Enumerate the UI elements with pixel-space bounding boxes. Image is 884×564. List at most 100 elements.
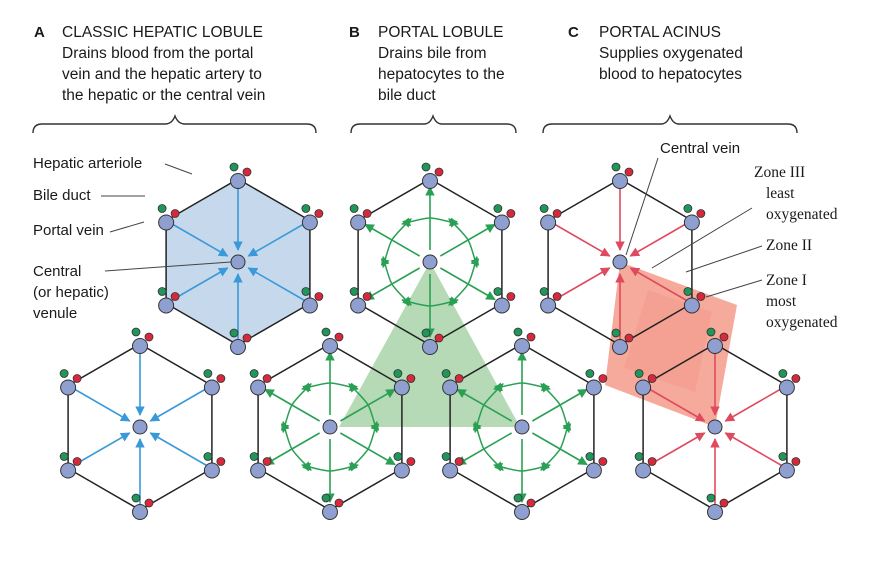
hepatic-arteriole (696, 292, 706, 301)
bile-flow-branch-arrow (483, 448, 504, 471)
portal-triad (441, 369, 464, 396)
bile-flow-branch-arrow (429, 297, 459, 307)
hepatic-arteriole (552, 292, 562, 301)
flow-arrow (547, 219, 611, 257)
hepatic-arteriole (526, 498, 536, 508)
portal-vein (322, 338, 338, 354)
portal-vein (683, 214, 700, 231)
hepatic-arteriole (791, 457, 801, 466)
bile-duct (229, 328, 239, 338)
bile-duct-label: Bile duct (33, 187, 91, 204)
bile-flow-branch-arrow (280, 404, 293, 434)
portal-triad (493, 287, 516, 314)
bile-flow-branch-arrow (448, 218, 469, 241)
flow-arrow (67, 384, 131, 422)
portal-vein (635, 379, 652, 396)
central-vein-label: Central vein (660, 140, 740, 157)
portal-triad (157, 287, 180, 314)
hepatic-arteriole (647, 374, 657, 383)
bile-duct (634, 452, 644, 461)
bile-duct (706, 327, 716, 337)
panel-c-description-line: Supplies oxygenated (599, 45, 743, 62)
flow-arrow (165, 219, 229, 257)
panel-a-title: CLASSIC HEPATIC LOBULE (62, 24, 263, 41)
panel-b-title: PORTAL LOBULE (378, 24, 503, 41)
central-vein (322, 419, 338, 435)
flow-arrow (629, 219, 693, 257)
portal-vein (203, 379, 220, 396)
zone-3-label-line: Zone III (754, 164, 805, 181)
portal-triad (611, 162, 634, 189)
hepatic-arteriole (72, 374, 82, 383)
bile-duct (301, 287, 311, 296)
portal-vein (612, 173, 628, 189)
panel-b-heading: B PORTAL LOBULE Drains bile from hepatoc… (349, 24, 505, 104)
portal-triad (249, 369, 272, 396)
hepatic-arteriole (216, 374, 226, 383)
panel-c-letter: C (568, 24, 579, 41)
portal-vein (422, 173, 438, 189)
hepatic-arteriole-label: Hepatic arteriole (33, 155, 142, 172)
central-vein (132, 419, 148, 435)
central-vein (230, 254, 246, 270)
zone-3-label-line: least (766, 185, 795, 202)
portal-triad (539, 204, 562, 231)
portal-triad (634, 369, 657, 396)
hepatic-arteriole (598, 374, 608, 383)
portal-triad (778, 369, 801, 396)
bile-duct (131, 327, 141, 337)
portal-triad (349, 287, 372, 314)
portal-vein (540, 297, 557, 314)
portal-triad (683, 204, 706, 231)
bile-duct (249, 369, 259, 378)
bile-duct (778, 369, 788, 378)
hepatic-arteriole (262, 374, 272, 383)
flow-arrow (247, 267, 311, 305)
portal-vein (707, 338, 723, 354)
bile-duct (59, 369, 69, 378)
portal-vein (540, 214, 557, 231)
portal-triad (585, 452, 608, 479)
portal-vein (230, 173, 246, 189)
hepatic-arteriole (144, 498, 154, 508)
portal-triad (493, 204, 516, 231)
portal-triad (539, 287, 562, 314)
bile-flow-branch-arrow (380, 239, 393, 269)
central-vein (612, 254, 628, 270)
hepatic-arteriole (719, 332, 729, 342)
panel-c-brace (542, 114, 798, 134)
hepatic-arteriole (624, 333, 634, 343)
flow-arrow (724, 432, 788, 470)
portal-vein (778, 379, 795, 396)
portal-triad (229, 162, 252, 189)
portal-vein (422, 339, 438, 355)
portal-triad (585, 369, 608, 396)
portal-triad (321, 493, 344, 520)
portal-triad (611, 328, 634, 355)
central-vein (422, 254, 438, 270)
portal-triad (249, 452, 272, 479)
hepatic-arteriole (454, 374, 464, 383)
portal-triad (441, 452, 464, 479)
panel-c-title: PORTAL ACINUS (599, 24, 721, 41)
portal-vein (393, 379, 410, 396)
bile-duct (441, 452, 451, 461)
hepatic-arteriole (170, 292, 180, 301)
bile-duct (349, 204, 359, 213)
hepatic-arteriole (506, 209, 516, 218)
portal-vein (60, 379, 77, 396)
portal-vein (350, 297, 367, 314)
portal-triad (513, 327, 536, 354)
portal-triad (157, 204, 180, 231)
hepatic-arteriole (314, 209, 324, 218)
panel-c-heading: C PORTAL ACINUS Supplies oxygenated bloo… (568, 24, 743, 83)
portal-triad (683, 287, 706, 314)
hepatic-arteriole (144, 332, 154, 342)
hepatic-arteriole (719, 498, 729, 508)
bile-duct (59, 452, 69, 461)
portal-vein (250, 462, 267, 479)
zone-1-label-line: most (766, 293, 797, 310)
bile-duct (778, 452, 788, 461)
bile-flow-branch-arrow (367, 420, 380, 450)
